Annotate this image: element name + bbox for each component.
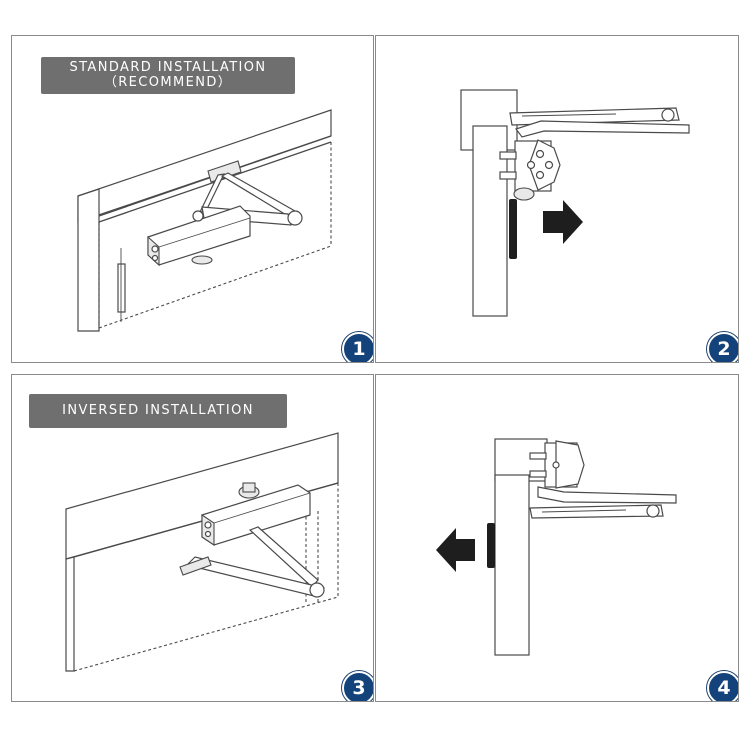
- label-inversed-installation: INVERSED INSTALLATION: [29, 394, 287, 428]
- step-number-badge-2: 2: [707, 332, 738, 362]
- label-standard-installation-title: STANDARD INSTALLATION: [69, 60, 267, 75]
- panel-inversed-top-view: 4: [375, 374, 739, 702]
- door-edge-strip: [509, 199, 517, 259]
- label-standard-installation: STANDARD INSTALLATION （RECOMMEND）: [41, 57, 295, 94]
- closer-forearm: [515, 120, 690, 138]
- closer-main-arm: [248, 526, 319, 588]
- standard-installation-drawing: [77, 109, 332, 332]
- panel-standard-top-view: 2: [375, 35, 739, 363]
- step-number-badge-1: 1: [342, 332, 373, 362]
- label-standard-installation-subtitle: （RECOMMEND）: [103, 75, 233, 90]
- door-frame-post: [77, 188, 100, 332]
- closer-arm: [529, 504, 664, 519]
- door-edge-strip: [487, 523, 495, 568]
- panel-inversed-installation: INVERSED INSTALLATION 3: [11, 374, 374, 702]
- arrow-right-icon: [543, 200, 583, 244]
- arrow-left-icon: [436, 528, 475, 572]
- door-hinge: [117, 263, 126, 313]
- frame-block: [494, 438, 548, 482]
- door-bracket: [179, 556, 212, 576]
- inversed-top-view-drawing: [436, 438, 677, 656]
- closer-forearm: [537, 486, 677, 504]
- door-leaf-edge: [65, 556, 75, 672]
- panel-standard-installation: STANDARD INSTALLATION （RECOMMEND） 1: [11, 35, 374, 363]
- frame-bracket: [207, 160, 242, 183]
- inversed-installation-drawing: [65, 432, 339, 672]
- step-number-badge-3: 3: [342, 671, 373, 701]
- door-leaf: [494, 474, 530, 656]
- step-number-badge-4: 4: [707, 671, 738, 701]
- standard-top-view-drawing: [460, 89, 690, 317]
